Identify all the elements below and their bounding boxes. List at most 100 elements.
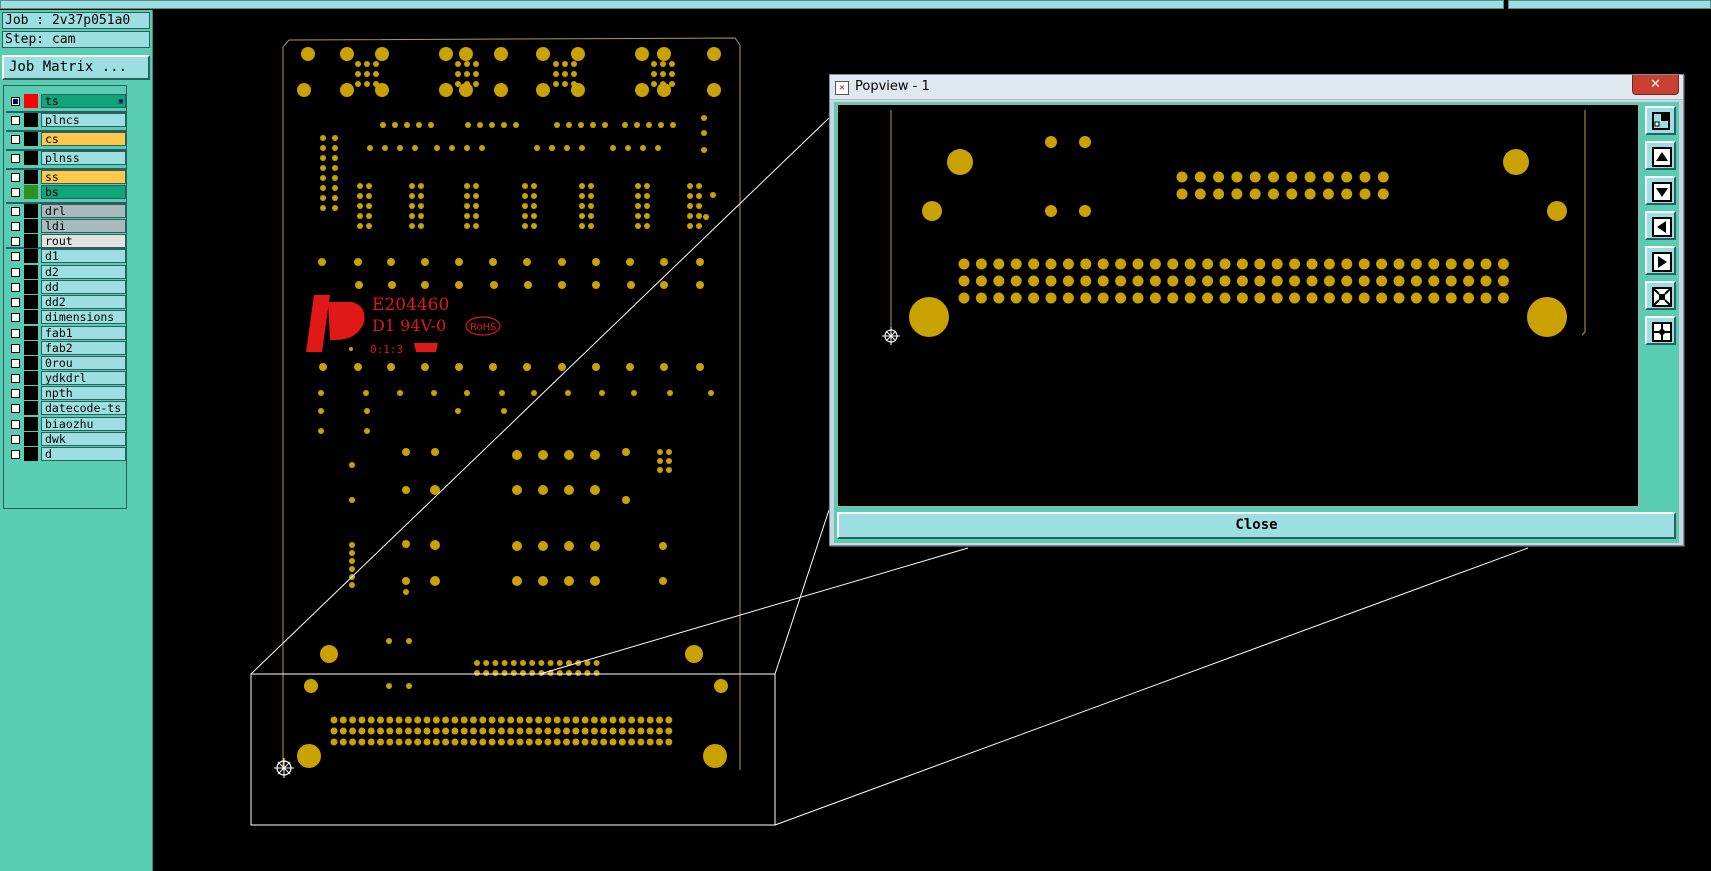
layer-row[interactable]: ss bbox=[6, 170, 126, 184]
layer-name[interactable]: dimensions bbox=[41, 310, 126, 324]
popview-viewport[interactable] bbox=[837, 104, 1639, 507]
layer-color-swatch[interactable] bbox=[24, 447, 38, 461]
zoom-home-button[interactable] bbox=[1645, 316, 1676, 345]
layer-row[interactable]: bs bbox=[6, 185, 126, 199]
window-close-button[interactable]: ✕ bbox=[1632, 75, 1679, 95]
layer-checkbox[interactable] bbox=[11, 222, 20, 231]
layer-checkbox[interactable] bbox=[11, 329, 20, 338]
job-matrix-button[interactable]: Job Matrix ... bbox=[2, 55, 150, 80]
layer-name[interactable]: dd2 bbox=[41, 295, 126, 309]
layer-checkbox[interactable] bbox=[11, 207, 20, 216]
layer-color-swatch[interactable] bbox=[24, 185, 38, 199]
layer-checkbox[interactable] bbox=[11, 116, 20, 125]
layer-name[interactable]: ss bbox=[41, 170, 126, 184]
layer-name[interactable]: d1 bbox=[41, 249, 126, 263]
layer-name[interactable]: ts▣ bbox=[41, 94, 126, 108]
layer-row[interactable]: cs bbox=[6, 132, 126, 146]
layer-checkbox[interactable] bbox=[11, 283, 20, 292]
layer-name[interactable]: ydkdrl bbox=[41, 371, 126, 385]
pan-down-button[interactable] bbox=[1645, 176, 1676, 205]
layer-checkbox[interactable] bbox=[11, 135, 20, 144]
layer-checkbox[interactable] bbox=[11, 359, 20, 368]
popview-titlebar[interactable]: ✕ Popview - 1 ✕ bbox=[830, 75, 1683, 100]
layer-color-swatch[interactable] bbox=[24, 265, 38, 279]
layer-color-swatch[interactable] bbox=[24, 151, 38, 165]
layer-name[interactable]: fab2 bbox=[41, 341, 126, 355]
layer-color-swatch[interactable] bbox=[24, 432, 38, 446]
layer-checkbox[interactable] bbox=[11, 420, 20, 429]
layer-color-swatch[interactable] bbox=[24, 310, 38, 324]
layer-color-swatch[interactable] bbox=[24, 280, 38, 294]
layer-name[interactable]: ldi bbox=[41, 219, 126, 233]
layer-color-swatch[interactable] bbox=[24, 417, 38, 431]
layer-row[interactable]: fab1 bbox=[6, 326, 126, 340]
layer-name[interactable]: cs bbox=[41, 132, 126, 146]
layer-checkbox[interactable] bbox=[11, 404, 20, 413]
layer-color-swatch[interactable] bbox=[24, 234, 38, 248]
layer-checkbox[interactable] bbox=[11, 344, 20, 353]
layer-row[interactable]: ydkdrl bbox=[6, 371, 126, 385]
layer-row[interactable]: dd bbox=[6, 280, 126, 294]
layer-checkbox[interactable] bbox=[11, 389, 20, 398]
layer-color-swatch[interactable] bbox=[24, 341, 38, 355]
layer-checkbox[interactable] bbox=[11, 252, 20, 261]
layer-row[interactable]: dwk bbox=[6, 432, 126, 446]
layer-row[interactable]: plncs bbox=[6, 113, 126, 127]
layer-checkbox[interactable] bbox=[11, 188, 20, 197]
layer-name[interactable]: rout bbox=[41, 234, 126, 248]
layer-name[interactable]: 0rou bbox=[41, 356, 126, 370]
layer-color-swatch[interactable] bbox=[24, 94, 38, 108]
layer-name[interactable]: dwk bbox=[41, 432, 126, 446]
layer-name[interactable]: d2 bbox=[41, 265, 126, 279]
layer-checkbox[interactable] bbox=[11, 450, 20, 459]
layer-row[interactable]: plnss bbox=[6, 151, 126, 165]
layer-checkbox[interactable] bbox=[11, 435, 20, 444]
zoom-fit-button[interactable] bbox=[1645, 281, 1676, 310]
layer-checkbox[interactable] bbox=[11, 298, 20, 307]
layer-color-swatch[interactable] bbox=[24, 401, 38, 415]
layer-color-swatch[interactable] bbox=[24, 132, 38, 146]
layer-row[interactable]: d1 bbox=[6, 249, 126, 263]
layer-name[interactable]: npth bbox=[41, 386, 126, 400]
layer-color-swatch[interactable] bbox=[24, 170, 38, 184]
layer-row[interactable]: drl bbox=[6, 204, 126, 218]
layer-checkbox[interactable] bbox=[11, 268, 20, 277]
layer-name[interactable]: bs bbox=[41, 185, 126, 199]
popview-zoomed-board[interactable] bbox=[838, 105, 1639, 507]
layer-color-swatch[interactable] bbox=[24, 219, 38, 233]
layer-name[interactable]: dd bbox=[41, 280, 126, 294]
layer-name[interactable]: biaozhu bbox=[41, 417, 126, 431]
layer-color-swatch[interactable] bbox=[24, 249, 38, 263]
layer-row[interactable]: datecode-ts bbox=[6, 401, 126, 415]
layer-row[interactable]: ldi bbox=[6, 219, 126, 233]
layer-row[interactable]: dd2 bbox=[6, 295, 126, 309]
layer-checkbox[interactable] bbox=[11, 313, 20, 322]
zoom-window-button[interactable] bbox=[1645, 106, 1676, 135]
layer-color-swatch[interactable] bbox=[24, 386, 38, 400]
layer-name[interactable]: fab1 bbox=[41, 326, 126, 340]
layer-checkbox[interactable] bbox=[11, 154, 20, 163]
pan-left-button[interactable] bbox=[1645, 211, 1676, 240]
layer-color-swatch[interactable] bbox=[24, 326, 38, 340]
layer-color-swatch[interactable] bbox=[24, 204, 38, 218]
layer-color-swatch[interactable] bbox=[24, 356, 38, 370]
layer-row[interactable]: d2 bbox=[6, 265, 126, 279]
pan-up-button[interactable] bbox=[1645, 141, 1676, 170]
layer-row[interactable]: ts▣ bbox=[6, 94, 126, 108]
layer-row[interactable]: npth bbox=[6, 386, 126, 400]
layer-name[interactable]: drl bbox=[41, 204, 126, 218]
layer-name[interactable]: datecode-ts bbox=[41, 401, 126, 415]
layer-row[interactable]: biaozhu bbox=[6, 417, 126, 431]
popview-close-button[interactable]: Close bbox=[837, 512, 1676, 539]
layer-checkbox[interactable] bbox=[11, 173, 20, 182]
layer-row[interactable]: 0rou bbox=[6, 356, 126, 370]
layer-row[interactable]: dimensions bbox=[6, 310, 126, 324]
pan-right-button[interactable] bbox=[1645, 246, 1676, 275]
layer-row[interactable]: fab2 bbox=[6, 341, 126, 355]
layer-name[interactable]: plnss bbox=[41, 151, 126, 165]
layer-checkbox[interactable] bbox=[11, 97, 20, 106]
layer-checkbox[interactable] bbox=[11, 374, 20, 383]
layer-color-swatch[interactable] bbox=[24, 113, 38, 127]
layer-row[interactable]: rout bbox=[6, 234, 126, 248]
